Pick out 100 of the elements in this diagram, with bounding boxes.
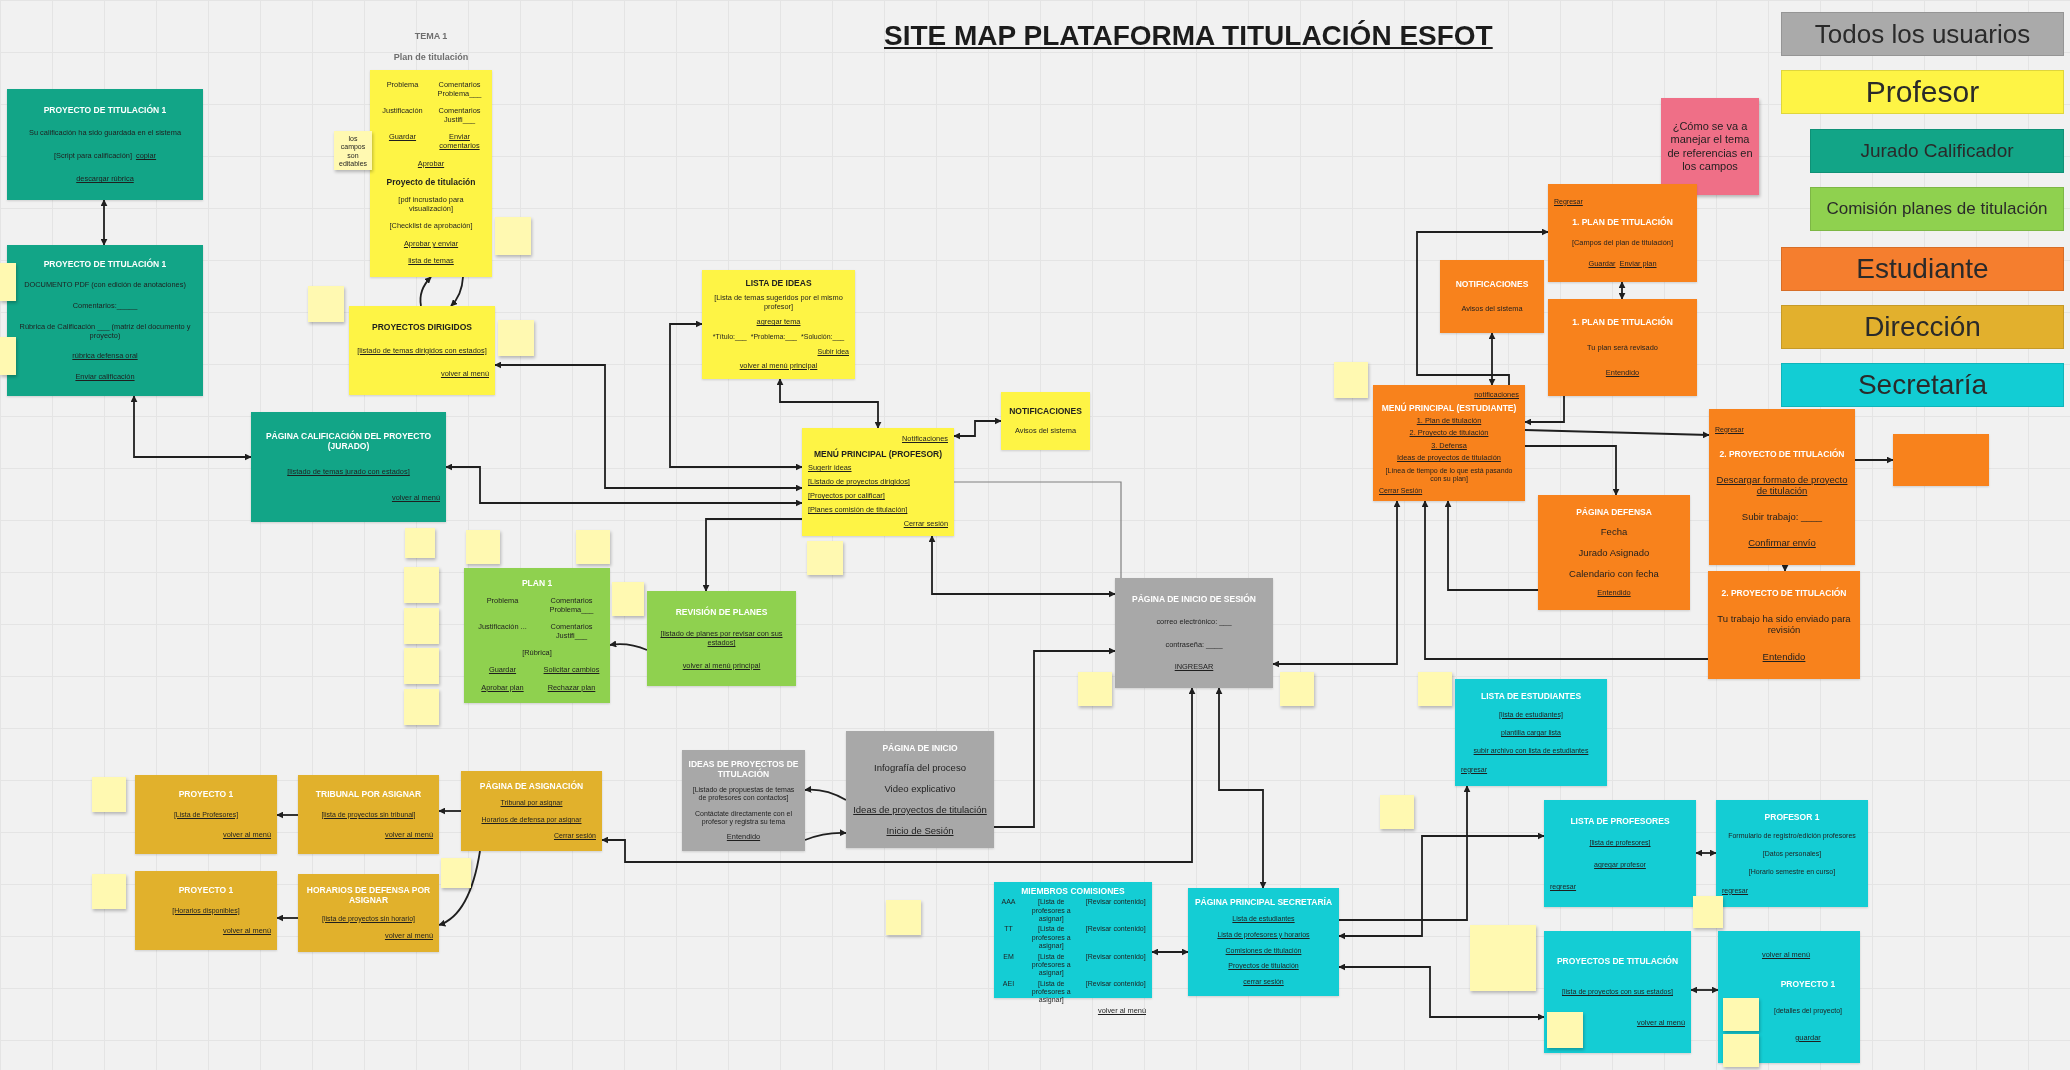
connector-arrow [776,378,882,429]
card-title: PLAN 1 [520,577,554,590]
legend-label: Profesor [1865,75,1980,109]
sticky-note [466,530,500,564]
connector-arrow [1416,228,1549,386]
sticky-note [1723,1034,1759,1067]
card-title: PROYECTO 1 [177,787,235,801]
card-title: PÁGINA DE INICIO DE SESIÓN [1131,592,1257,605]
page-card [802,428,954,536]
card-title: NOTIFICACIONES [1008,404,1083,417]
connector-arrow [804,829,847,841]
connector-arrow [438,850,481,926]
link-text: Inicio de Sesión [885,824,955,838]
page-card [298,874,439,952]
page-card [349,306,495,395]
connector-arrow [1338,832,1545,940]
card-title: PÁGINA DE INICIO [881,741,959,754]
page-card [1188,888,1339,996]
card-text: Calendario con fecha [1568,567,1660,581]
page-card [1440,260,1544,333]
sticky-note [1470,925,1536,991]
connector-arrow [702,518,803,592]
card-title: MENÚ PRINCIPAL (ESTUDIANTE) [1380,402,1518,415]
sticky-note [1661,98,1759,195]
sticky-note [576,530,610,564]
card-title: PÁGINA CALIFICACIÓN DEL PROYECTO (JURADO) [264,429,433,453]
page-card [251,412,446,522]
sticky-note [404,608,439,644]
connector-arrow [1444,500,1539,591]
connector-arrow [276,811,299,819]
connector-arrow [419,276,432,307]
sticky-note [886,900,921,935]
connector-arrow [100,199,108,246]
connector-arrow [450,276,464,307]
card-title: 2. PROYECTO DE TITULACIÓN [1718,447,1846,460]
card-title: PROYECTO DE TITULACIÓN 1 [42,257,168,271]
page-card [135,871,277,950]
page-card [702,270,855,379]
card-title: PROYECTOS DE TITULACIÓN [1555,954,1680,967]
page-card [1538,495,1690,610]
page-card [7,89,203,200]
page-card [682,750,805,851]
connector-arrow [1488,332,1496,386]
sticky-note [1280,672,1314,706]
connector-arrow [1272,500,1401,668]
card-title: HORARIOS DE DEFENSA POR ASIGNAR [305,884,432,907]
page-card [461,771,602,851]
sticky-note [92,777,126,812]
card-title: PROYECTO 1 [177,883,235,897]
connector-arrow [494,361,803,492]
connector-line [953,481,1122,579]
page-card [647,591,796,686]
page-card [298,775,439,854]
card-caption: Plan de titulación [392,51,470,64]
connector-arrow [438,807,462,815]
page-card [1893,434,1989,486]
connector-arrow [1695,849,1717,857]
page-card [464,568,610,703]
card-title: PÁGINA PRINCIPAL SECRETARÍA [1193,896,1334,909]
connector-arrow [1524,395,1565,426]
page-card [7,245,203,396]
page-card [1709,409,1855,565]
connector-arrow [1854,456,1894,464]
sticky-note [0,337,16,375]
page-card [135,775,277,854]
card-title: IDEAS DE PROYECTOS DE TITULACIÓN [687,757,800,781]
card-title: LISTA DE IDEAS [744,277,813,290]
sticky-note [92,874,126,909]
page-card [1001,392,1090,450]
connector-arrow [1338,963,1545,1021]
connector-arrow [445,463,803,507]
page-card [1708,571,1860,679]
page-card [1544,800,1696,907]
connector-arrow [1421,500,1709,660]
connector-arrow [953,417,1002,440]
card-title: PÁGINA DEFENSA [1575,505,1653,518]
sticky-note [0,263,16,301]
page-card [1544,931,1691,1053]
connector-arrow [276,914,299,922]
sticky-note [404,567,439,603]
page-card [1716,800,1868,907]
note-text: ¿Cómo se va a manejar el tema de referencias en los campos [1666,119,1754,174]
sticky-note [612,582,644,616]
page-card [1548,299,1697,396]
page-card [1373,385,1525,501]
sticky-note [807,541,843,575]
legend-label: Comisión planes de titulación [1826,199,2048,219]
sticky-note [1334,362,1368,398]
sticky-note [1418,672,1452,706]
legend-label: Secretaría [1857,369,1988,401]
card-text: Infografía del proceso [873,761,967,775]
card-text: Fecha [1599,525,1629,539]
legend-label: Todos los usuarios [1814,18,2031,50]
page-card [846,731,994,848]
connector-arrow [1618,281,1626,300]
connector-arrow [609,640,648,651]
sticky-note [495,217,531,255]
connector-arrow [669,320,803,471]
connector-arrow [1151,948,1189,956]
card-title: REVISIÓN DE PLANES [674,605,769,618]
